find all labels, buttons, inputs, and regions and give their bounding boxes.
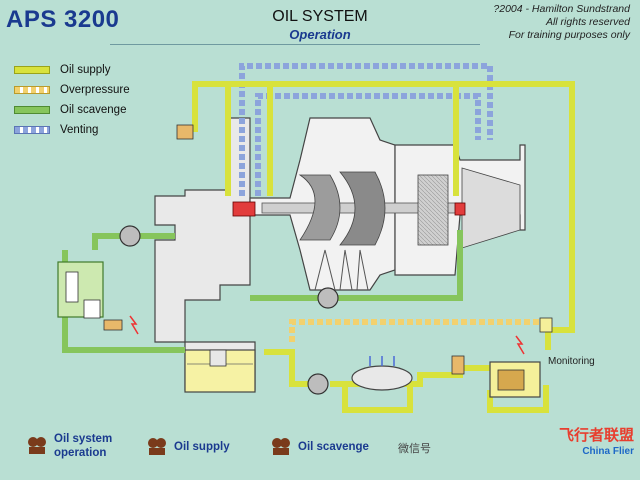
bottom-nav: Oil system operation Oil supply Oil scav… [0,420,640,480]
impeller-2 [339,171,386,246]
venting-swatch [14,126,50,134]
impeller [298,174,341,241]
nav-label: Oil system [54,433,113,445]
legend-label: Oil scavenge [60,104,127,116]
wechat-watermark: 微信号 [398,443,431,455]
oil-supply-swatch [14,66,50,74]
page-title: OIL SYSTEM [272,8,368,25]
watermark-cn: 飞行者联盟 [558,427,634,444]
legend-label: Overpressure [60,84,130,96]
scavenge-filter [57,261,104,318]
scavenge-pump-mid [317,287,339,309]
overpressure-swatch [14,86,50,94]
site-watermark: 飞行者联盟 China Flier [559,428,634,460]
legend-item-oil-scavenge: Oil scavenge [14,100,130,120]
supply-element [497,369,525,391]
legend-item-overpressure: Overpressure [14,80,130,100]
overpressure-line [289,319,548,345]
spark-icon [129,315,139,335]
bypass-valve [83,299,101,319]
nav-label: Oil supply [174,441,230,453]
front-bearing [232,201,256,217]
oil-cooler [351,365,413,391]
nav-oil-scavenge[interactable]: Oil scavenge [270,436,369,458]
sensor-front [176,124,194,140]
legend-label: Venting [60,124,99,136]
venting-lines [239,63,493,196]
cooling-arrows [369,356,395,366]
turbine-blades [417,174,449,246]
monitoring-label: Monitoring [548,356,595,367]
copyright-line: ?2004 - Hamilton Sundstrand [493,3,630,15]
nav-label: Oil scavenge [298,441,369,453]
copyright-line: All rights reserved [545,16,630,28]
film-projector-icon [148,438,166,455]
aps-logo: APS 3200 [6,6,120,33]
film-projector-icon [272,438,290,455]
oil-scavenge-swatch [14,106,50,114]
spark-icon [515,335,525,355]
copyright-line: For training purposes only [508,29,630,41]
page-subtitle: Operation [289,27,351,42]
pressure-switch [103,319,123,331]
nav-oil-supply[interactable]: Oil supply [146,436,230,458]
legend-item-oil-supply: Oil supply [14,60,130,80]
exhaust-cone [461,167,521,249]
scavenge-pump-front [119,225,141,247]
supply-pump [307,373,329,395]
temp-sensor [451,355,465,375]
legend-item-venting: Venting [14,120,130,140]
rear-bearing [454,202,466,216]
legend-label: Oil supply [60,64,111,76]
header: APS 3200 OIL SYSTEM Operation ?2004 - Ha… [0,0,640,45]
copyright-notice: ?2004 - Hamilton Sundstrand All rights r… [493,3,630,42]
film-projector-icon [28,437,46,454]
header-divider [110,44,480,45]
nav-label: operation [54,447,107,459]
watermark-en: China Flier [582,446,634,457]
intake-fins [314,249,369,291]
level-sensor [209,349,227,367]
pressure-valve [539,317,553,333]
scavenge-element [65,271,79,303]
legend: Oil supply Overpressure Oil scavenge Ven… [14,60,130,140]
nav-oil-system-operation[interactable]: Oil system operation [26,432,112,460]
